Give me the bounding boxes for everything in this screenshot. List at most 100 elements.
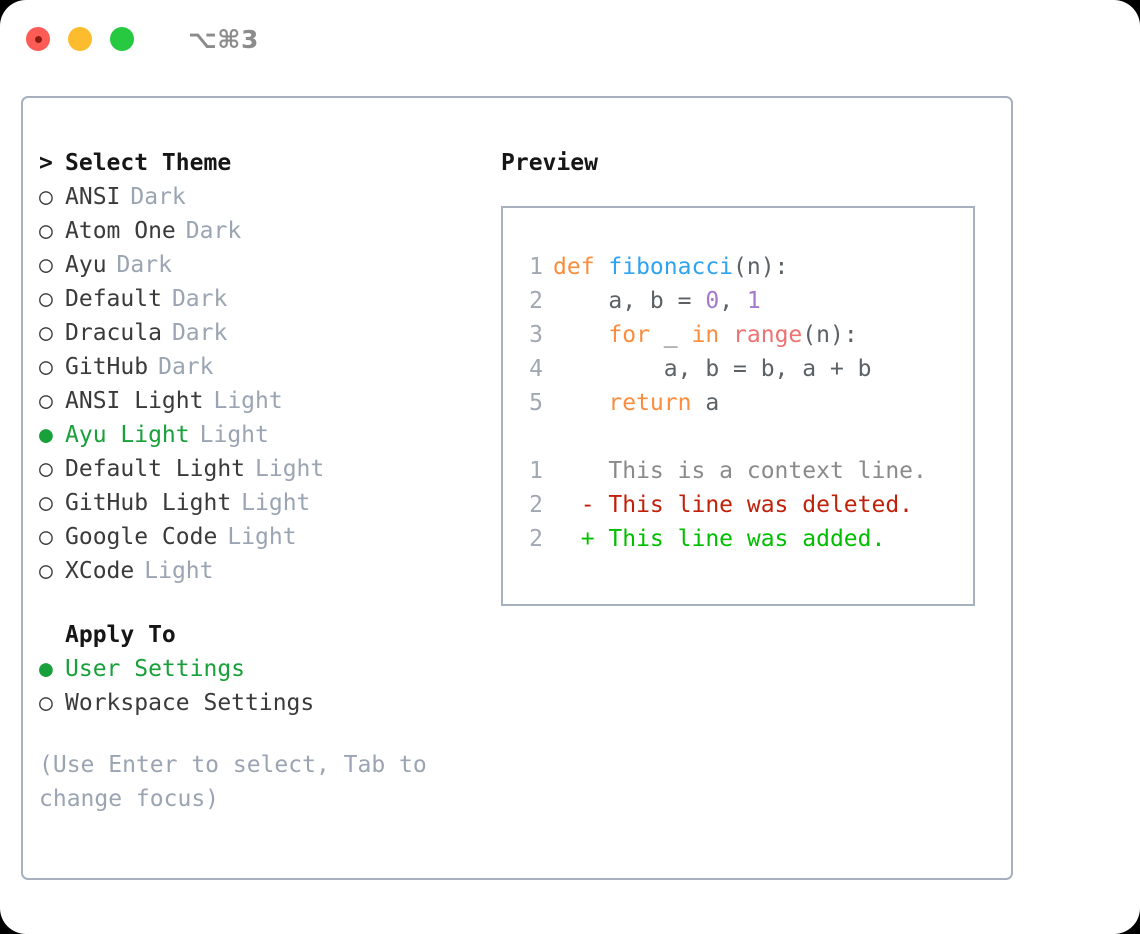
line-number: 1 (529, 458, 543, 484)
apply-to-item-label: User Settings (65, 656, 246, 682)
apply-to-item-label: Workspace Settings (65, 690, 315, 716)
theme-item[interactable]: ○ ANSI Light Light (39, 384, 479, 418)
code-token: (n): (802, 322, 858, 348)
code-line: 3 for _ in range(n): (521, 318, 973, 352)
theme-item-category: Light (241, 490, 311, 516)
radio-unselected-icon[interactable]: ○ (39, 490, 53, 516)
apply-to-list: ● User Settings ○ Workspace Settings (39, 652, 479, 720)
theme-item-category: Light (144, 558, 214, 584)
radio-unselected-icon[interactable]: ○ (39, 354, 53, 380)
theme-item[interactable]: ○ Default Light Light (39, 452, 479, 486)
keyboard-hint: (Use Enter to select, Tab to change focu… (39, 752, 427, 812)
code-token: def (553, 254, 609, 280)
close-button[interactable] (26, 27, 50, 51)
code-token (719, 322, 733, 348)
select-theme-heading-label: Select Theme (65, 150, 232, 176)
radio-unselected-icon[interactable]: ○ (39, 690, 53, 716)
code-token: a, b = (553, 288, 706, 314)
diff-sign: - (553, 492, 609, 518)
radio-selected-icon[interactable]: ● (39, 422, 53, 448)
code-token: fibonacci (608, 254, 734, 280)
code-token (553, 322, 608, 348)
code-token: (n): (733, 254, 789, 280)
radio-unselected-icon[interactable]: ○ (39, 388, 53, 414)
code-token: range (733, 322, 803, 348)
code-token: 0 (705, 288, 720, 314)
apply-to-item[interactable]: ○ Workspace Settings (39, 686, 479, 720)
radio-unselected-icon[interactable]: ○ (39, 524, 53, 550)
theme-item-category: Light (199, 422, 269, 448)
theme-item[interactable]: ● Ayu Light Light (39, 418, 479, 452)
code-line: 5 return a (521, 386, 973, 420)
radio-unselected-icon[interactable]: ○ (39, 286, 53, 312)
code-token: , (719, 288, 747, 314)
theme-item-category: Light (227, 524, 297, 550)
radio-selected-icon[interactable]: ● (39, 656, 53, 682)
caret-icon: > (39, 150, 53, 176)
code-token: return (608, 390, 692, 416)
line-number: 1 (529, 254, 543, 280)
select-theme-heading: > Select Theme (39, 146, 479, 180)
line-number: 2 (529, 492, 543, 518)
line-number: 2 (529, 526, 543, 552)
window-controls (26, 27, 134, 51)
keyboard-shortcut-label: ⌥⌘3 (188, 24, 259, 54)
radio-unselected-icon[interactable]: ○ (39, 252, 53, 278)
theme-item[interactable]: ○ ANSI Dark (39, 180, 479, 214)
apply-to-heading: Apply To (39, 618, 479, 652)
theme-item[interactable]: ○ Ayu Dark (39, 248, 479, 282)
preview-title: Preview (501, 150, 598, 176)
radio-unselected-icon[interactable]: ○ (39, 558, 53, 584)
apply-to-item[interactable]: ● User Settings (39, 652, 479, 686)
diff-line: 2 - This line was deleted. (521, 488, 973, 522)
code-line: 2 a, b = 0, 1 (521, 284, 973, 318)
code-diff-separator (521, 420, 973, 454)
diff-sample: 1 This is a context line. 2 - This line w… (521, 454, 973, 556)
theme-item-name: Atom One (65, 218, 176, 244)
radio-unselected-icon[interactable]: ○ (39, 456, 53, 482)
theme-item-category: Dark (171, 320, 228, 346)
radio-unselected-icon[interactable]: ○ (39, 184, 53, 210)
theme-item-category: Dark (116, 252, 172, 278)
radio-unselected-icon[interactable]: ○ (39, 320, 53, 346)
line-number: 3 (529, 322, 543, 348)
code-token: 1 (746, 288, 761, 314)
code-token: in (691, 322, 720, 348)
maximize-button[interactable] (110, 27, 134, 51)
theme-item[interactable]: ○ Dracula Dark (39, 316, 479, 350)
theme-item-category: Dark (130, 184, 186, 210)
theme-item-name: ANSI Light (65, 388, 204, 414)
code-token: a (691, 390, 720, 416)
theme-item-name: Ayu (65, 252, 107, 278)
radio-unselected-icon[interactable]: ○ (39, 218, 53, 244)
titlebar: ⌥⌘3 (0, 0, 1140, 78)
theme-item-category: Light (255, 456, 325, 482)
line-number: 4 (529, 356, 543, 382)
theme-item-name: Default (65, 286, 162, 312)
minimize-button[interactable] (68, 27, 92, 51)
theme-item-category: Light (213, 388, 283, 414)
theme-item-name: Ayu Light (65, 422, 190, 448)
theme-item-name: GitHub Light (65, 490, 232, 516)
diff-text: This is a context line. (608, 458, 927, 484)
theme-item-name: Default Light (65, 456, 246, 482)
theme-item-name: Dracula (65, 320, 162, 346)
diff-text: This line was added. (608, 526, 886, 552)
diff-sign (553, 458, 608, 484)
theme-item[interactable]: ○ GitHub Light Light (39, 486, 479, 520)
line-number: 2 (529, 288, 543, 314)
theme-item-name: ANSI (65, 184, 121, 210)
theme-item-name: GitHub (65, 354, 149, 380)
